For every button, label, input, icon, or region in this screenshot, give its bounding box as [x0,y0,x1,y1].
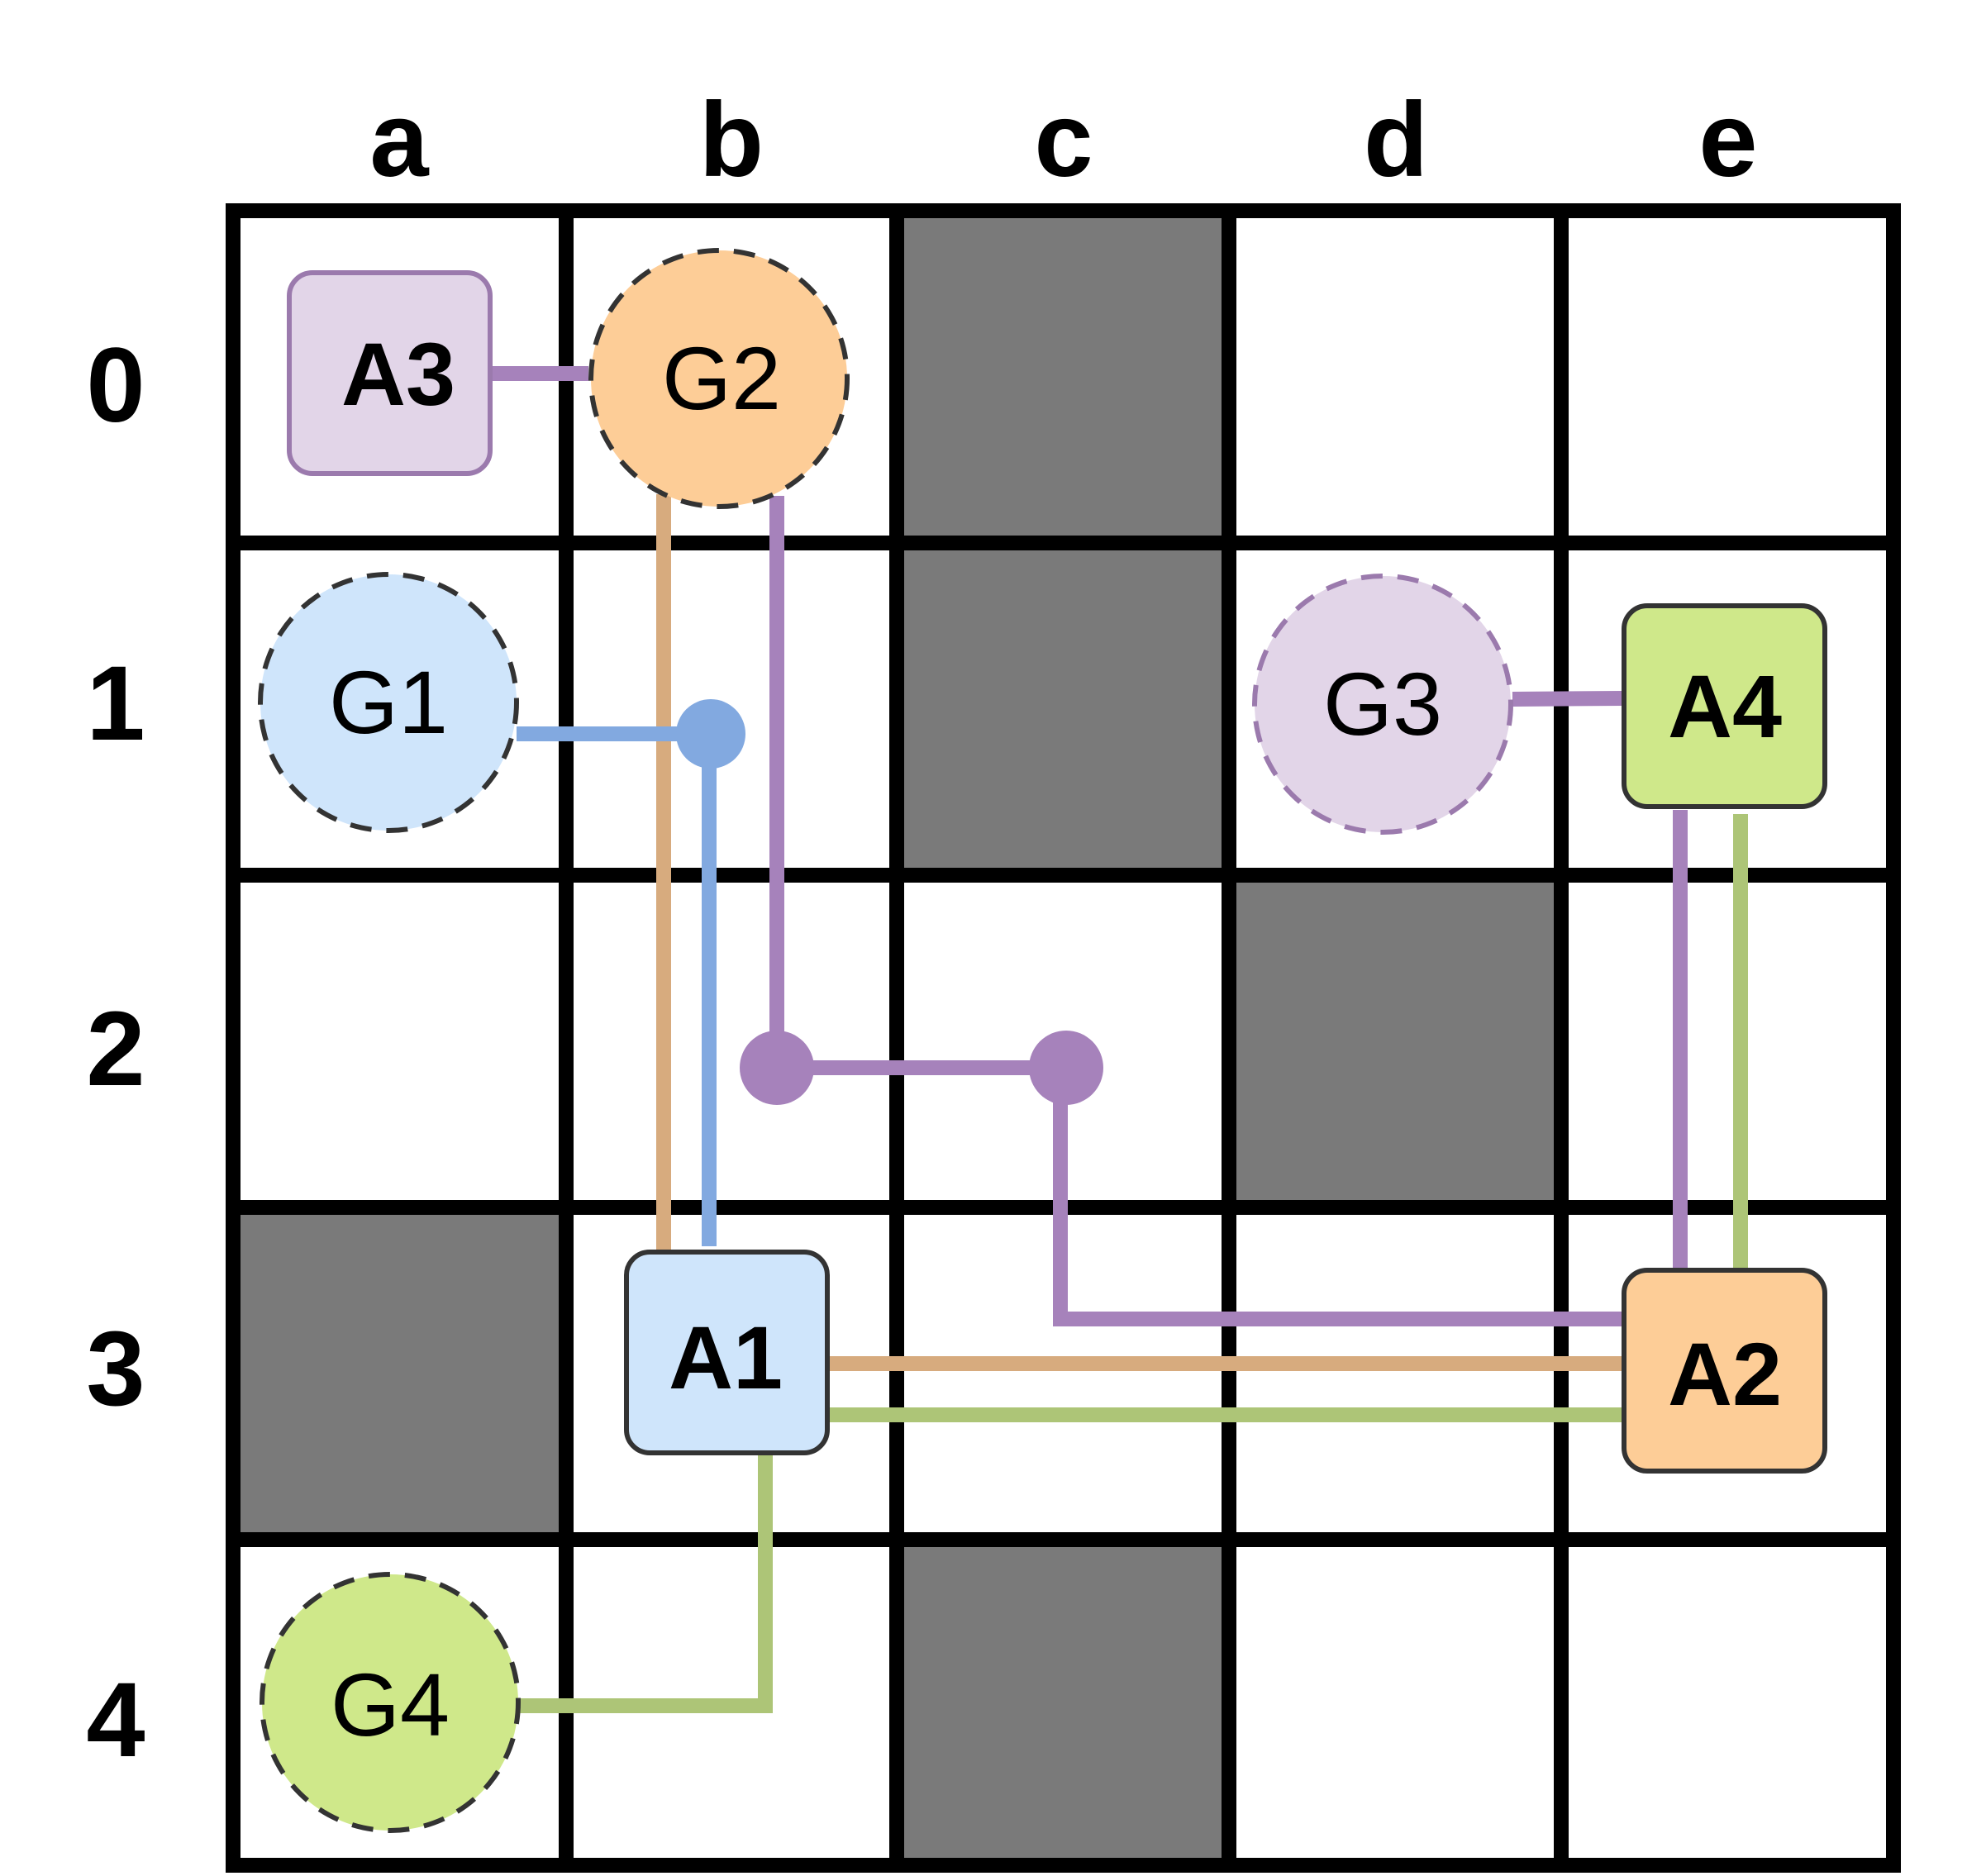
agent-a1: A1 [624,1250,830,1455]
obstacles [233,211,1561,1872]
row-header-4: 4 [86,1661,145,1779]
obstacle-c4 [897,1540,1229,1872]
column-header-d: d [1364,81,1428,199]
row-header-1: 1 [86,645,145,763]
agent-a3: A3 [287,270,493,476]
obstacle-c0 [897,211,1229,543]
goal-g1: G1 [258,572,519,833]
goal-g3-label: G3 [1323,654,1442,754]
goal-g3: G3 [1252,574,1513,835]
goal-g2: G2 [588,248,850,509]
agent-a4-label: A4 [1668,656,1782,756]
obstacle-a3 [233,1207,566,1540]
waypoint-b2 [740,1031,814,1105]
agents: A3 A4 A1 A2 [287,270,1827,1474]
column-header-a: a [369,81,429,199]
row-headers: 0 1 2 3 4 [86,326,145,1779]
goal-g4-label: G4 [331,1655,450,1755]
obstacle-c1 [897,543,1229,875]
obstacle-d2 [1229,875,1561,1207]
agent-a2: A2 [1622,1268,1827,1474]
agent-a3-label: A3 [341,324,455,424]
path-a1-g4-green [517,1455,773,1713]
column-header-c: c [1034,81,1093,199]
goal-g1-label: G1 [329,652,448,752]
column-header-e: e [1698,81,1757,199]
column-headers: a b c d e [369,81,1757,199]
waypoint-b1 [676,699,745,769]
waypoints [676,699,1103,1105]
column-header-b: b [699,81,764,199]
goal-g4: G4 [260,1572,521,1833]
goals: G1 G2 G3 G4 [258,248,1513,1833]
agent-a1-label: A1 [669,1307,783,1407]
row-header-0: 0 [86,326,145,445]
waypoint-c2 [1029,1031,1103,1105]
row-header-2: 2 [86,990,145,1108]
agent-a4: A4 [1622,603,1827,809]
agent-a2-label: A2 [1668,1324,1782,1424]
path-a4-g3-purple [1512,691,1623,707]
path-a1-g1-blue [517,726,717,1246]
goal-g2-label: G2 [662,328,781,428]
row-header-3: 3 [86,1310,145,1428]
